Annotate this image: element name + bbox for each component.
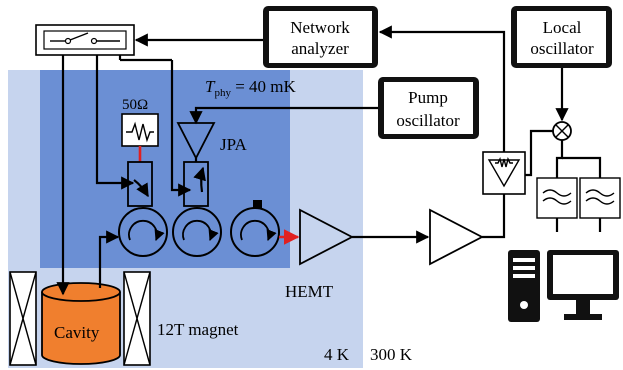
network-analyzer-line2: analyzer (291, 39, 349, 58)
local-oscillator: Local oscillator (511, 6, 612, 68)
temperature-subscript: phy (214, 87, 231, 99)
stage-mk-region (40, 70, 290, 268)
pump-oscillator: Pump oscillator (378, 77, 479, 139)
rf-switch (35, 24, 135, 56)
stage-4k-label: 4 K (324, 345, 350, 364)
filter-right (579, 177, 621, 219)
circulator-2 (172, 207, 222, 257)
temperature-value: = 40 mK (231, 77, 297, 96)
magnet-coil-right (123, 271, 151, 366)
temperature-symbol: T (205, 77, 216, 96)
magnet-coil-left (9, 271, 37, 366)
cavity-label: Cavity (54, 323, 100, 342)
pump-oscillator-line2: oscillator (396, 111, 460, 130)
resistor-label: 50Ω (122, 97, 148, 113)
diode-detector (482, 151, 526, 195)
network-analyzer: Network analyzer (263, 6, 378, 68)
jpa-label: JPA (220, 135, 248, 154)
computer-tower-icon (508, 250, 540, 322)
circulator-3-isolator (230, 200, 280, 257)
hemt-amplifier (299, 208, 354, 266)
local-oscillator-line2: oscillator (530, 39, 594, 58)
stage-300k-label: 300 K (370, 345, 413, 364)
local-oscillator-line1: Local (543, 18, 582, 37)
filter-left (536, 177, 578, 219)
hemt-label: HEMT (285, 282, 334, 301)
magnet-label: 12T magnet (157, 320, 239, 339)
wiring (56, 25, 602, 296)
computer-monitor-icon (547, 250, 619, 320)
mixer (552, 121, 572, 141)
resistor-50ohm (121, 113, 159, 147)
pump-oscillator-line1: Pump (408, 88, 448, 107)
network-analyzer-line1: Network (290, 18, 350, 37)
room-temp-amplifier (429, 208, 484, 266)
temperature-label: Tphy = 40 mK (205, 77, 297, 99)
